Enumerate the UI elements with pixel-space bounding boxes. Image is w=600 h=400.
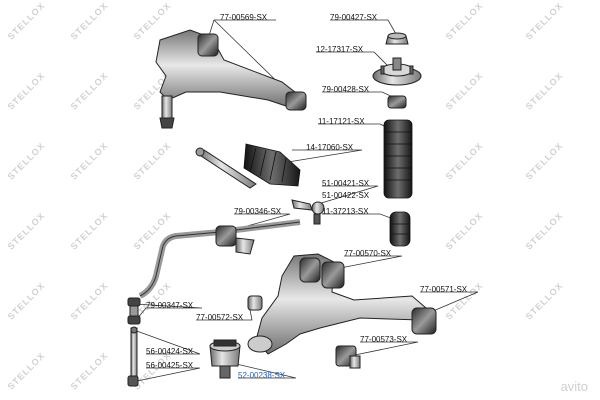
leader-lines: [131, 19, 479, 383]
inner-tie-rod: [195, 147, 257, 189]
shock-boot: [383, 119, 413, 199]
part-label[interactable]: 51-00422-SX: [322, 191, 370, 200]
upper-control-arm: [155, 29, 307, 129]
part-label[interactable]: 79-00346-SX: [234, 207, 282, 216]
part-label-highlighted[interactable]: 52-00238-SX: [238, 371, 286, 380]
part-label[interactable]: 79-00347-SX: [146, 301, 194, 310]
leader-line: [227, 361, 297, 379]
bump-stop: [389, 211, 411, 247]
link-bushings: [127, 297, 141, 325]
part-label[interactable]: 79-00428-SX: [322, 85, 370, 94]
part-label[interactable]: 77-00573-SX: [360, 335, 408, 344]
part-label[interactable]: 77-00571-SX: [420, 285, 468, 294]
strut-top-nut: [385, 32, 409, 45]
leader-line: [133, 329, 201, 355]
part-label[interactable]: 12-17317-SX: [316, 45, 364, 54]
leader-line: [420, 291, 479, 315]
leader-line: [131, 367, 201, 383]
leader-line: [329, 255, 403, 271]
part-label[interactable]: 11-37213-SX: [322, 207, 369, 216]
steering-boot: [243, 143, 301, 187]
part-label[interactable]: 77-00572-SX: [196, 313, 244, 322]
tie-rod-end: [291, 199, 325, 225]
leader-line: [330, 19, 397, 35]
part-label[interactable]: 79-00427-SX: [330, 13, 378, 22]
leader-line: [316, 51, 389, 67]
bearing-ring: [387, 95, 407, 109]
part-label[interactable]: 11-17121-SX: [318, 117, 365, 126]
part-label[interactable]: 56-00425-SX: [146, 361, 194, 370]
part-label[interactable]: 56-00424-SX: [146, 347, 194, 356]
part-label[interactable]: 77-00569-SX: [220, 13, 268, 22]
leader-line: [133, 303, 203, 309]
part-label[interactable]: 51-00421-SX: [322, 179, 370, 188]
stabilizer-bushing: [215, 225, 255, 255]
ball-joint: [209, 339, 241, 379]
stabilizer-link: [127, 326, 139, 387]
part-label[interactable]: 77-00570-SX: [344, 249, 392, 258]
leader-line: [349, 341, 419, 357]
part-label[interactable]: 14-17060-SX: [306, 143, 354, 152]
strut-bar-bushing: [335, 345, 361, 369]
strut-mount: [372, 57, 422, 86]
leader-line: [317, 185, 379, 205]
lower-control-arm: [247, 253, 437, 355]
stabilizer-bar: [138, 219, 301, 299]
leader-line: [287, 149, 363, 163]
site-watermark: avito: [560, 379, 588, 394]
